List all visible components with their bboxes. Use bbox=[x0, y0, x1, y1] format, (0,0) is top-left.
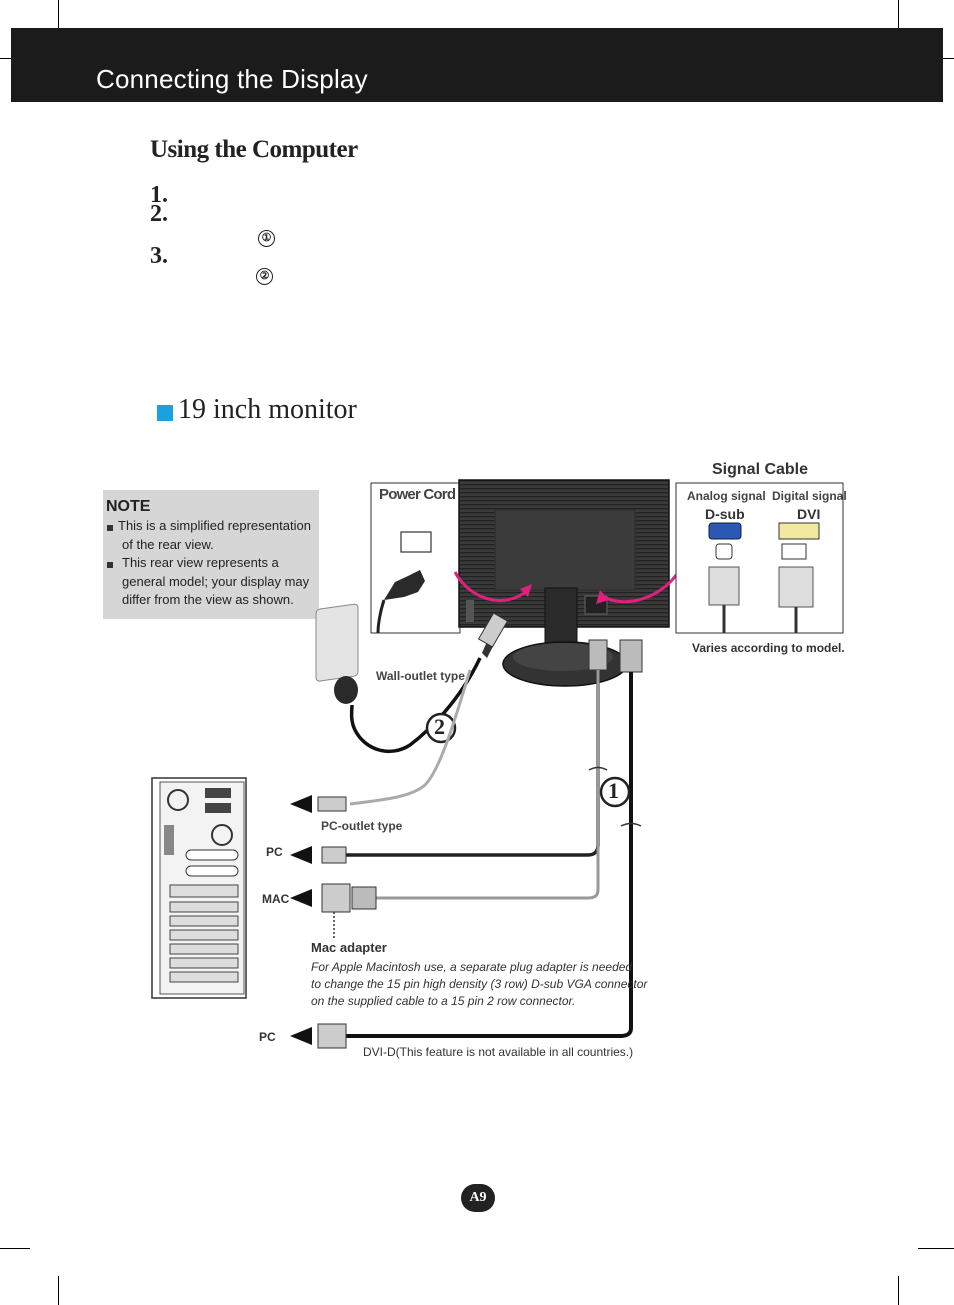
dvi-label: DVI bbox=[797, 506, 821, 522]
section-title: Using the Computer bbox=[150, 136, 358, 163]
mac-adapter-desc: on the supplied cable to a 15 pin 2 row … bbox=[311, 994, 576, 1008]
step-number: 2. bbox=[150, 201, 168, 227]
pc-label: PC bbox=[259, 1030, 276, 1044]
pc-label: PC bbox=[266, 845, 283, 859]
digital-signal-label: Digital signal bbox=[772, 489, 847, 503]
callout-2: 2 bbox=[434, 714, 445, 739]
note-bullet-icon bbox=[107, 525, 113, 531]
mac-label: MAC bbox=[262, 892, 290, 906]
note-line: This is a simplified representation bbox=[118, 518, 311, 533]
note-bullet-icon bbox=[107, 562, 113, 568]
crop-mark bbox=[898, 1276, 899, 1305]
note-line: differ from the view as shown. bbox=[122, 592, 294, 607]
step-number: 3. bbox=[150, 243, 168, 269]
step-number: 1. bbox=[150, 182, 168, 208]
varies-label: Varies according to model. bbox=[692, 641, 845, 655]
callout-1: 1 bbox=[608, 778, 619, 803]
mac-adapter-desc: For Apple Macintosh use, a separate plug… bbox=[311, 960, 633, 974]
note-line: general model; your display may bbox=[122, 574, 310, 589]
power-cord-label: Power Cord bbox=[379, 486, 456, 503]
note-title: NOTE bbox=[106, 498, 151, 515]
dsub-label: D-sub bbox=[705, 506, 745, 522]
step-marker-1: ① bbox=[258, 230, 275, 247]
crop-mark bbox=[58, 1276, 59, 1305]
step-marker-2: ② bbox=[256, 268, 273, 285]
page-number: A9 bbox=[461, 1184, 495, 1212]
mac-adapter-title: Mac adapter bbox=[311, 940, 387, 955]
mac-adapter-desc: to change the 15 pin high density (3 row… bbox=[311, 977, 648, 991]
signal-cable-label: Signal Cable bbox=[712, 461, 809, 478]
monitor-heading: 19 inch monitor bbox=[178, 394, 357, 425]
crop-mark bbox=[898, 0, 899, 30]
crop-mark bbox=[58, 0, 59, 30]
page-title: Connecting the Display bbox=[96, 64, 368, 94]
pc-outlet-label: PC-outlet type bbox=[321, 819, 403, 833]
wall-outlet-label: Wall-outlet type bbox=[376, 669, 465, 683]
note-line: of the rear view. bbox=[122, 537, 214, 552]
note-box: NOTE This is a simplified representation… bbox=[103, 490, 319, 619]
crop-mark bbox=[0, 1248, 30, 1249]
dvi-note: DVI-D(This feature is not available in a… bbox=[363, 1045, 634, 1059]
header-bar bbox=[11, 28, 943, 102]
crop-mark bbox=[918, 1248, 954, 1249]
square-bullet-icon bbox=[157, 405, 173, 421]
analog-signal-label: Analog signal bbox=[687, 489, 766, 503]
note-line: This rear view represents a bbox=[122, 555, 279, 570]
